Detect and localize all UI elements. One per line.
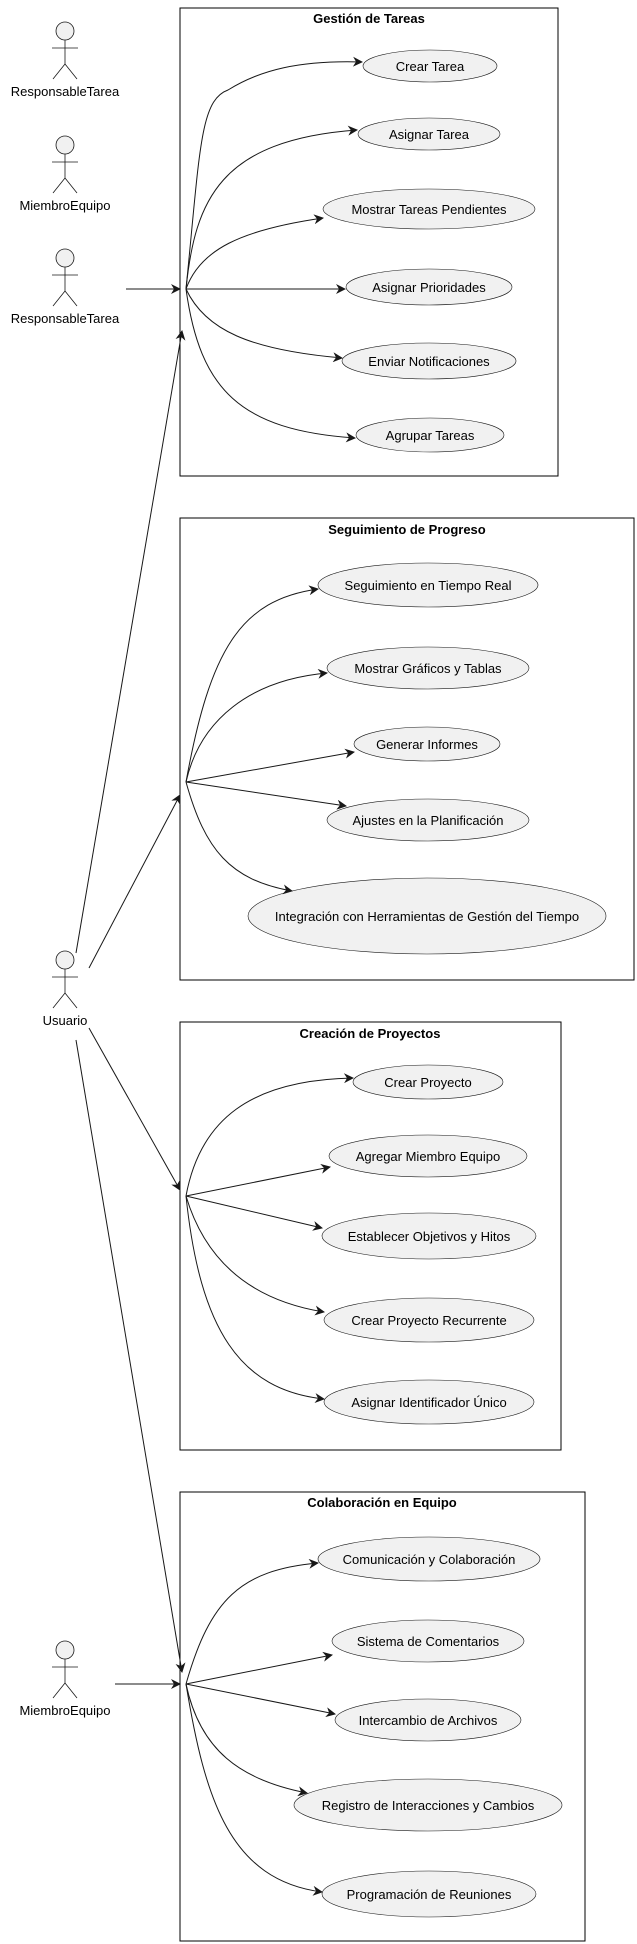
use-case-label: Asignar Identificador Único (351, 1395, 506, 1410)
actor-miembro-equipo-linked: MiembroEquipo (19, 1640, 111, 1718)
package-title: Seguimiento de Progreso (328, 522, 486, 537)
use-case-label: Programación de Reuniones (347, 1887, 512, 1902)
actor-icon (52, 135, 78, 194)
use-case-crear-proyecto: Crear Proyecto (352, 1064, 504, 1100)
use-case-agregar-miembro-equipo: Agregar Miembro Equipo (328, 1134, 528, 1178)
edges-actors (75, 284, 186, 1689)
use-case-programacion-reuniones: Programación de Reuniones (321, 1870, 537, 1918)
edges-colaboracion-equipo (185, 1558, 336, 1896)
actor-label: MiembroEquipo (19, 198, 110, 213)
actor-responsable-tarea-top: ResponsableTarea (11, 21, 120, 99)
use-case-label: Comunicación y Colaboración (343, 1552, 516, 1567)
use-case-label: Generar Informes (376, 737, 478, 752)
actor-miembro-equipo-top: MiembroEquipo (19, 135, 111, 213)
use-case-label: Crear Tarea (396, 59, 465, 74)
use-case-label: Crear Proyecto (384, 1075, 471, 1090)
edges-gestion-tareas (185, 56, 363, 443)
use-case-crear-tarea: Crear Tarea (362, 49, 498, 83)
use-case-registro-interacciones: Registro de Interacciones y Cambios (293, 1778, 563, 1832)
actor-icon (52, 1640, 78, 1699)
use-case-label: Agregar Miembro Equipo (356, 1149, 501, 1164)
use-case-intercambio-archivos: Intercambio de Archivos (334, 1698, 522, 1742)
use-case-comunicacion-colaboracion: Comunicación y Colaboración (317, 1536, 541, 1582)
use-case-sistema-comentarios: Sistema de Comentarios (331, 1619, 525, 1663)
use-case-label: Intercambio de Archivos (359, 1713, 498, 1728)
package-title: Creación de Proyectos (300, 1026, 441, 1041)
use-case-label: Asignar Prioridades (372, 280, 486, 295)
use-case-agrupar-tareas: Agrupar Tareas (355, 417, 505, 453)
use-case-crear-proyecto-recurrente: Crear Proyecto Recurrente (323, 1297, 535, 1343)
use-case-ajustes-planificacion: Ajustes en la Planificación (326, 798, 530, 842)
package-gestion-tareas: Gestión de Tareas (179, 7, 559, 477)
use-case-seguimiento-tiempo-real: Seguimiento en Tiempo Real (317, 562, 539, 608)
actor-label: ResponsableTarea (11, 84, 120, 99)
use-case-label: Mostrar Tareas Pendientes (351, 202, 507, 217)
actor-label: MiembroEquipo (19, 1703, 110, 1718)
actor-label: Usuario (43, 1013, 88, 1028)
use-case-label: Establecer Objetivos y Hitos (348, 1229, 511, 1244)
use-case-mostrar-graficos-tablas: Mostrar Gráficos y Tablas (326, 646, 530, 690)
use-case-establecer-objetivos-hitos: Establecer Objetivos y Hitos (321, 1212, 537, 1260)
use-case-generar-informes: Generar Informes (353, 726, 501, 762)
actor-icon (52, 248, 78, 307)
actor-responsable-tarea-linked: ResponsableTarea (11, 248, 120, 326)
use-case-label: Ajustes en la Planificación (352, 813, 503, 828)
use-case-asignar-identificador-unico: Asignar Identificador Único (323, 1379, 535, 1425)
use-case-label: Registro de Interacciones y Cambios (322, 1798, 535, 1813)
use-case-mostrar-tareas-pendientes: Mostrar Tareas Pendientes (322, 188, 536, 230)
actor-usuario: Usuario (43, 950, 88, 1028)
use-case-label: Seguimiento en Tiempo Real (345, 578, 512, 593)
package-title: Colaboración en Equipo (307, 1495, 457, 1510)
use-case-asignar-tarea: Asignar Tarea (357, 117, 501, 151)
use-case-label: Agrupar Tareas (386, 428, 475, 443)
use-case-label: Sistema de Comentarios (357, 1634, 500, 1649)
use-case-asignar-prioridades: Asignar Prioridades (345, 268, 513, 306)
package-frame (179, 7, 559, 477)
use-case-enviar-notificaciones: Enviar Notificaciones (341, 342, 517, 380)
use-case-label: Asignar Tarea (389, 127, 470, 142)
use-case-label: Mostrar Gráficos y Tablas (354, 661, 502, 676)
use-case-label: Enviar Notificaciones (368, 354, 490, 369)
actor-label: ResponsableTarea (11, 311, 120, 326)
package-title: Gestión de Tareas (313, 11, 425, 26)
edges-creacion-proyectos (185, 1073, 354, 1404)
use-case-label: Crear Proyecto Recurrente (351, 1313, 506, 1328)
use-case-integracion-herramientas: Integración con Herramientas de Gestión … (247, 877, 607, 955)
edges-seguimiento-progreso (185, 585, 355, 895)
use-case-label: Integración con Herramientas de Gestión … (275, 909, 579, 924)
actor-icon (52, 950, 78, 1009)
actor-icon (52, 21, 78, 80)
